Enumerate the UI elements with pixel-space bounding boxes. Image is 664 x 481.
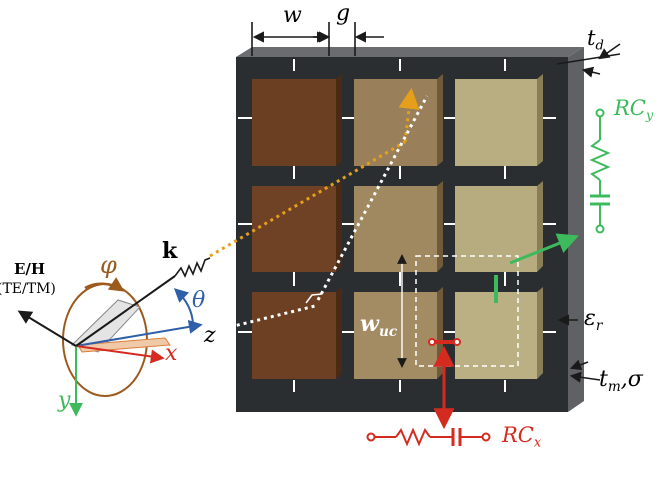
patch-r3c1 — [252, 287, 342, 379]
substrate-side-face — [568, 47, 584, 412]
eps-main: ε — [584, 306, 596, 331]
substrate-top-face — [236, 47, 584, 57]
tm-rest: ,σ — [620, 367, 643, 392]
beam-lines — [209, 87, 429, 329]
eh-axis — [17, 310, 77, 347]
g-label: g — [336, 1, 351, 26]
patch-r1c3 — [455, 74, 543, 166]
reflected-wave-orange-dotted — [398, 87, 420, 143]
material-pointers — [557, 314, 601, 383]
k-wave-icon — [174, 257, 211, 278]
patch-r3c3 — [455, 287, 543, 379]
eh-label: E/H — [14, 260, 46, 278]
rcy-link-arrow — [509, 233, 579, 265]
theta-label: θ — [192, 288, 206, 313]
patch-r2c3 — [455, 181, 543, 272]
rcx-resistor — [395, 427, 431, 447]
td-label: td — [587, 28, 604, 53]
eps-sub: r — [595, 317, 603, 334]
z-axis — [75, 319, 203, 347]
k-label: k — [162, 238, 178, 264]
theta-arc — [173, 288, 194, 325]
rcx-terminal-right — [481, 432, 491, 442]
tm-label: tm,σ — [599, 369, 643, 394]
td-sub: d — [595, 38, 604, 54]
rcx-main: RC — [502, 423, 534, 447]
normal-dotted-white-1 — [229, 304, 316, 329]
dimension-arrows — [251, 22, 621, 78]
rcx-label: RCx — [502, 425, 541, 450]
phi-rotation-arrow — [84, 277, 125, 292]
k-vector — [75, 275, 176, 347]
wuc-main: w — [360, 311, 379, 337]
y-label: y — [58, 388, 71, 413]
patch-r1c2 — [354, 74, 443, 166]
tetm-label: (TE/TM) — [0, 281, 56, 297]
rcx-terminal-left — [366, 432, 376, 442]
rcx-circuit — [366, 338, 491, 447]
incident-wave-orange-dotted — [209, 140, 406, 258]
w-label: w — [283, 3, 302, 28]
patch-r2c1 — [252, 181, 342, 272]
td-main: t — [587, 26, 596, 50]
rcx-sub: x — [533, 435, 542, 451]
x-axis — [75, 345, 165, 364]
patch-r1c1 — [252, 74, 342, 166]
z-label: z — [204, 323, 216, 348]
rcy-circuit — [494, 108, 611, 303]
tm-main: t — [599, 367, 608, 392]
tm-sub: m — [607, 378, 621, 395]
rcy-terminal-top — [595, 108, 605, 118]
rcy-terminal-bottom — [595, 224, 605, 234]
td-arrow-1 — [581, 66, 601, 78]
eps-label: εr — [584, 308, 602, 333]
rcy-label: RCy — [614, 98, 653, 123]
coordinate-system — [17, 257, 211, 417]
wuc-label: wuc — [360, 313, 397, 339]
rcy-resistor — [589, 139, 611, 181]
x-label: x — [165, 341, 178, 366]
wuc-sub: uc — [378, 323, 398, 340]
patch-r3c2 — [354, 287, 443, 379]
tm-pointer-1 — [569, 359, 589, 371]
phi-label: φ — [100, 251, 117, 279]
rcy-sub: y — [645, 108, 654, 124]
right-angle-mark — [305, 293, 323, 304]
tm-pointer-2 — [569, 371, 601, 383]
td-arrow-2 — [598, 43, 621, 60]
patch-r2c2 — [354, 181, 443, 272]
rcy-main: RC — [614, 96, 646, 120]
patch-array — [252, 74, 543, 379]
unit-cell-boundary — [415, 255, 519, 367]
